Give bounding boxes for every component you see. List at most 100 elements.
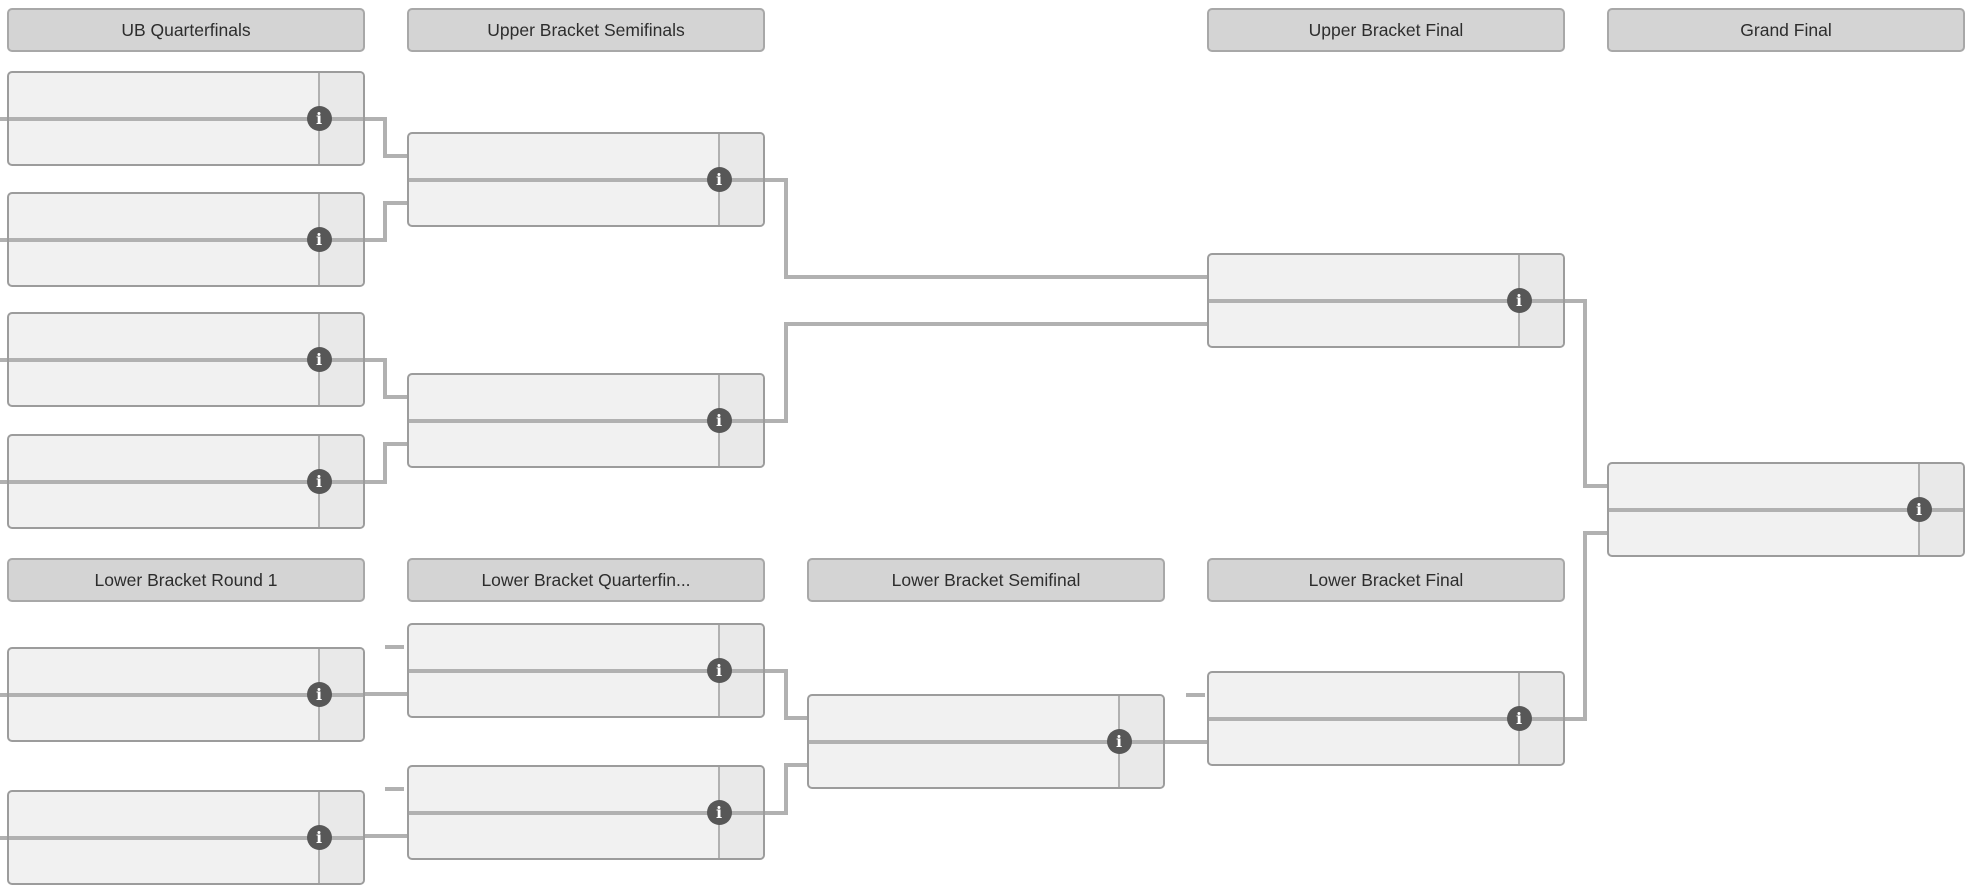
info-icon-glyph: i [315, 349, 323, 369]
connector-line [784, 763, 788, 815]
connector-stub [385, 786, 404, 791]
match-ub-sf-2[interactable]: i [407, 373, 765, 468]
match-divider [9, 357, 363, 362]
match-divider [9, 479, 363, 484]
info-icon-glyph: i [315, 229, 323, 249]
info-icon[interactable]: i [306, 825, 332, 850]
info-icon[interactable]: i [306, 682, 332, 707]
connector-line [365, 116, 385, 121]
info-icon[interactable]: i [1106, 729, 1132, 754]
match-lb-r1-m2[interactable]: i [7, 790, 365, 885]
info-icon[interactable]: i [706, 658, 732, 683]
connector-line [385, 442, 411, 447]
match-ub-qf-3[interactable]: i [7, 312, 365, 407]
match-ub-qf-4[interactable]: i [7, 434, 365, 529]
connector-tail [0, 479, 11, 484]
connector-tail [0, 357, 11, 362]
info-icon[interactable]: i [306, 469, 332, 494]
match-ub-qf-2[interactable]: i [7, 192, 365, 287]
round-header-ub-final: Upper Bracket Final [1207, 8, 1565, 52]
info-icon-glyph: i [315, 471, 323, 491]
info-icon[interactable]: i [1906, 497, 1932, 522]
info-icon[interactable]: i [1506, 288, 1532, 313]
connector-line [383, 116, 387, 158]
info-icon[interactable]: i [1506, 706, 1532, 731]
match-ub-final[interactable]: i [1207, 253, 1565, 348]
connector-line [1585, 483, 1611, 488]
connector-stub [385, 644, 404, 649]
connector-stub [1186, 692, 1205, 697]
connector-line [784, 177, 788, 279]
info-icon[interactable]: i [706, 800, 732, 825]
connector-tail [0, 116, 11, 121]
connector-line [365, 834, 411, 839]
info-icon-glyph: i [315, 684, 323, 704]
info-icon-glyph: i [1515, 290, 1523, 310]
connector-line [765, 418, 786, 423]
connector-line [765, 810, 786, 815]
connector-line [365, 479, 385, 484]
info-icon-glyph: i [1115, 731, 1123, 751]
info-icon-glyph: i [715, 660, 723, 680]
info-icon-glyph: i [1915, 499, 1923, 519]
info-icon[interactable]: i [306, 227, 332, 252]
connector-line [1565, 298, 1585, 303]
connector-line [1583, 298, 1587, 488]
connector-line [385, 153, 411, 158]
info-icon-glyph: i [715, 802, 723, 822]
match-lb-qf-2[interactable]: i [407, 765, 765, 860]
match-divider [1609, 507, 1963, 512]
match-divider [9, 237, 363, 242]
connector-line [784, 322, 788, 423]
connector-line [365, 357, 385, 362]
connector-line [786, 274, 1211, 279]
connector-line [786, 715, 811, 720]
info-icon-glyph: i [715, 169, 723, 189]
connector-tail [0, 237, 11, 242]
round-header-grand-final: Grand Final [1607, 8, 1965, 52]
connector-line [365, 692, 411, 697]
round-header-lb-round-1: Lower Bracket Round 1 [7, 558, 365, 602]
match-divider [409, 668, 763, 673]
info-icon-glyph: i [315, 827, 323, 847]
connector-line [1585, 531, 1611, 536]
connector-line [784, 668, 788, 720]
match-lb-qf-1[interactable]: i [407, 623, 765, 718]
connector-line [365, 237, 385, 242]
connector-line [383, 357, 387, 399]
connector-line [786, 763, 811, 768]
info-icon-glyph: i [1515, 708, 1523, 728]
match-divider [409, 418, 763, 423]
match-divider [9, 116, 363, 121]
match-divider [9, 835, 363, 840]
match-grand-final[interactable]: i [1607, 462, 1965, 557]
round-header-lb-semifinal: Lower Bracket Semifinal [807, 558, 1165, 602]
connector-tail [0, 835, 11, 840]
connector-line [1165, 740, 1211, 745]
match-divider [409, 177, 763, 182]
match-ub-sf-1[interactable]: i [407, 132, 765, 227]
info-icon[interactable]: i [306, 106, 332, 131]
connector-line [385, 394, 411, 399]
info-icon[interactable]: i [706, 167, 732, 192]
match-lb-final[interactable]: i [1207, 671, 1565, 766]
info-icon-glyph: i [315, 108, 323, 128]
connector-line [385, 201, 411, 206]
match-lb-sf[interactable]: i [807, 694, 1165, 789]
match-divider [1209, 716, 1563, 721]
connector-line [383, 201, 387, 242]
match-divider [9, 692, 363, 697]
match-ub-qf-1[interactable]: i [7, 71, 365, 166]
match-divider [809, 739, 1163, 744]
connector-line [383, 442, 387, 484]
connector-line [1565, 716, 1585, 721]
info-icon[interactable]: i [706, 408, 732, 433]
info-icon[interactable]: i [306, 347, 332, 372]
connector-line [786, 322, 1211, 327]
round-header-ub-quarterfinals: UB Quarterfinals [7, 8, 365, 52]
match-divider [1209, 298, 1563, 303]
info-icon-glyph: i [715, 410, 723, 430]
match-lb-r1-m1[interactable]: i [7, 647, 365, 742]
match-divider [409, 810, 763, 815]
